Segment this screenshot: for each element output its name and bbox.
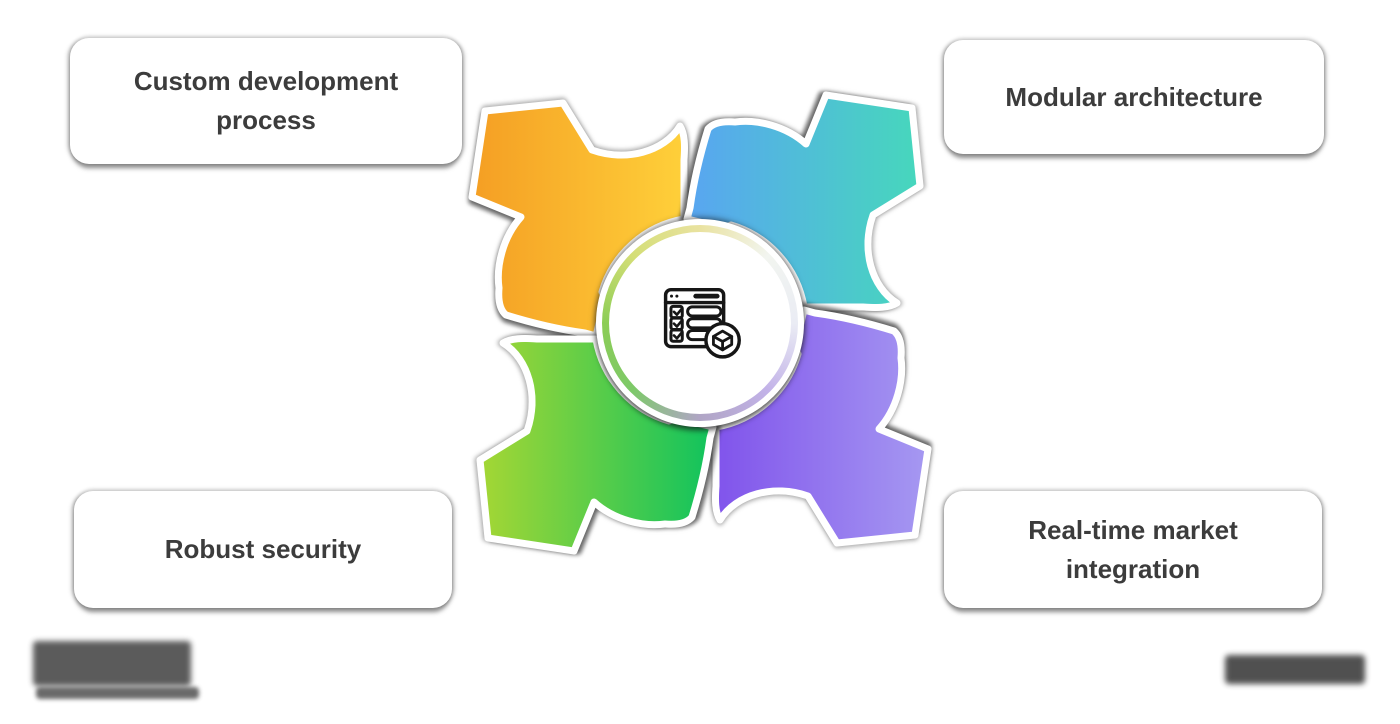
window-dot-icon: [675, 294, 679, 298]
card-label: Modular architecture: [1005, 81, 1263, 112]
check-mark-icon: [672, 307, 683, 317]
card-label: Real-time market integration: [1028, 514, 1238, 584]
cube-3d-icon: [712, 329, 734, 352]
card-modular-architecture: Modular architecture: [944, 40, 1324, 154]
card-real-time-market-integration: Real-time market integration: [944, 491, 1322, 608]
watermark-left-wordmark: [33, 641, 191, 686]
card-robust-security: Robust security: [74, 491, 452, 608]
watermark-right-wordmark: [1225, 655, 1365, 684]
check-mark-icon: [672, 319, 683, 328]
checklist-with-cube-icon: [663, 287, 741, 359]
window-frame: [663, 287, 726, 349]
window-dot-icon: [670, 294, 674, 298]
card-label: Robust security: [164, 534, 362, 564]
check-mark-icon: [672, 331, 683, 340]
center-circle: [596, 219, 804, 427]
center-circle-inner: [609, 232, 791, 414]
card-custom-development-process: Custom development process: [70, 38, 462, 164]
watermark-left-tagline: [36, 687, 199, 699]
card-label: Custom development process: [133, 66, 399, 135]
checkbox-icon: [669, 328, 684, 343]
list-line: [686, 305, 723, 318]
